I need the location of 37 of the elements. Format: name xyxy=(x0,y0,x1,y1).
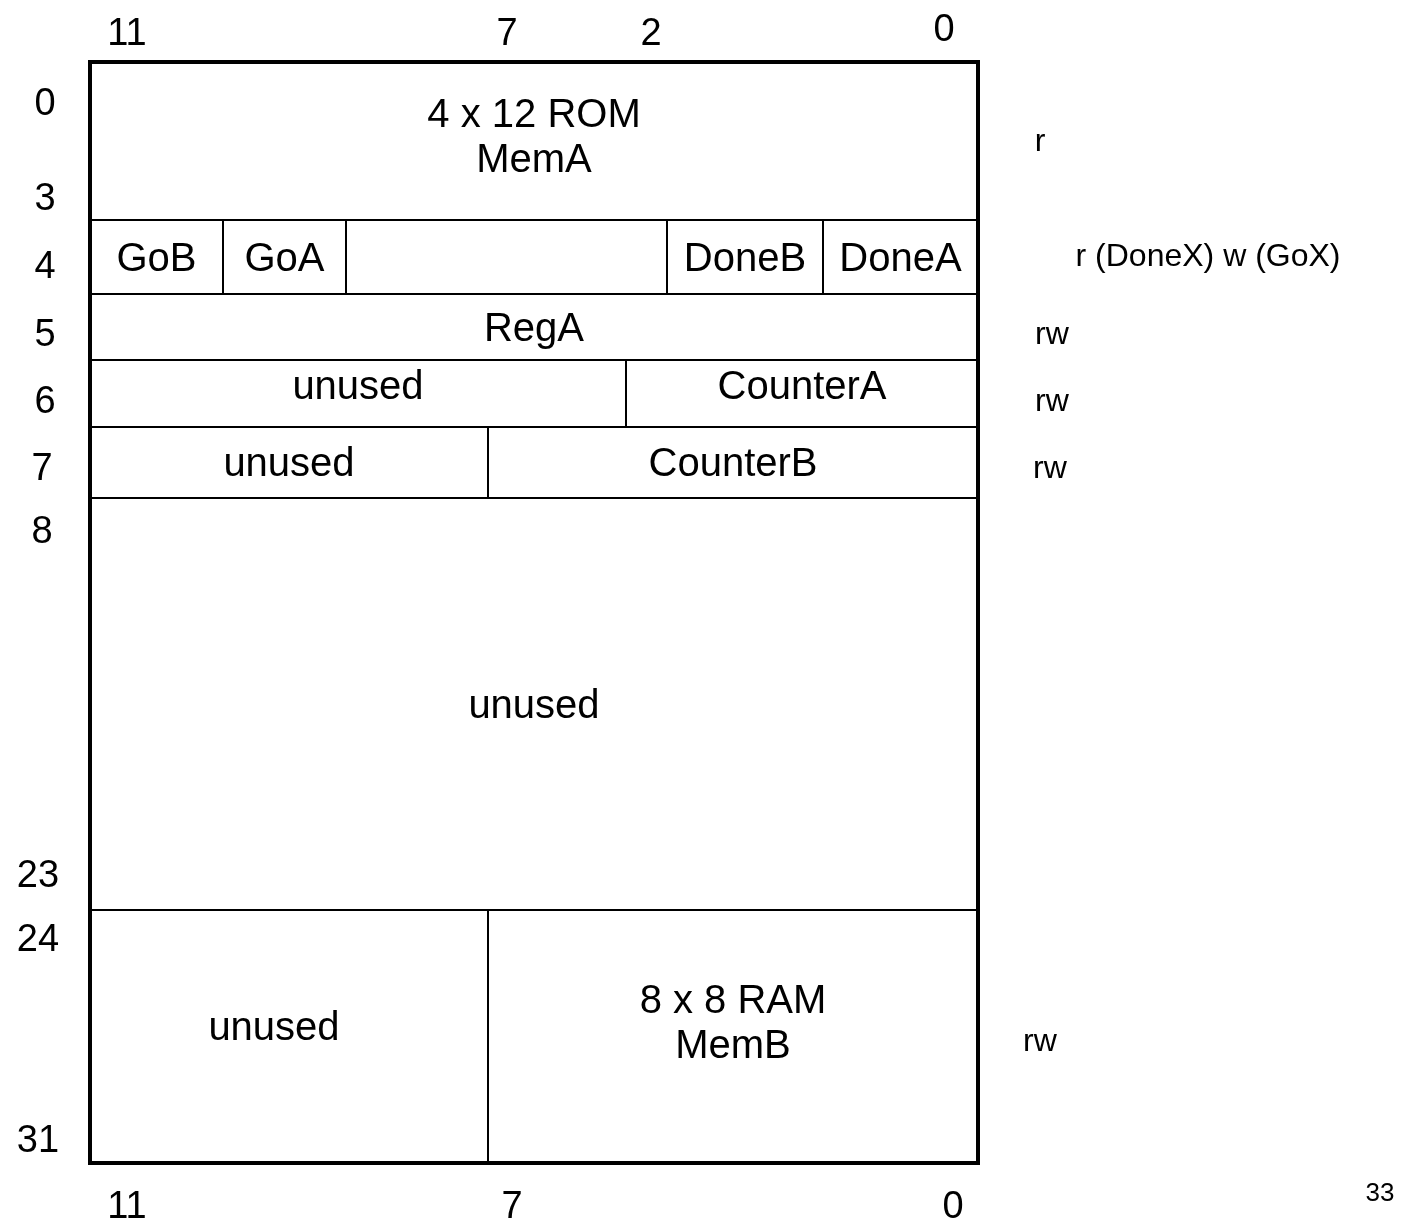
access-label: rw xyxy=(1023,1021,1057,1059)
register-field: CounterB xyxy=(488,427,978,498)
register-field: unused xyxy=(90,360,626,427)
access-label: rw xyxy=(1035,314,1069,352)
address-label: 0 xyxy=(34,80,56,124)
access-label: rw xyxy=(1033,448,1067,486)
register-field: CounterA xyxy=(626,360,978,427)
address-label: 6 xyxy=(34,378,56,422)
address-label: 7 xyxy=(31,445,53,489)
bit-index: 0 xyxy=(942,1183,964,1226)
register-field: 8 x 8 RAM MemB xyxy=(488,910,978,1163)
register-field: RegA xyxy=(90,294,978,360)
bit-index: 7 xyxy=(501,1183,523,1226)
page-number: 33 xyxy=(1365,1176,1395,1208)
bit-index: 2 xyxy=(640,10,662,54)
address-label: 23 xyxy=(16,852,60,896)
address-label: 8 xyxy=(31,508,53,552)
access-label: r (DoneX) w (GoX) xyxy=(1075,236,1341,274)
access-label: r xyxy=(1034,121,1046,159)
bit-index: 7 xyxy=(496,10,518,54)
register-field: DoneA xyxy=(823,220,978,294)
register-field: DoneB xyxy=(667,220,823,294)
address-label: 3 xyxy=(34,175,56,219)
register-field: GoA xyxy=(223,220,346,294)
bit-index: 11 xyxy=(107,1183,147,1226)
register-field: GoB xyxy=(90,220,223,294)
address-label: 31 xyxy=(16,1117,60,1161)
address-label: 24 xyxy=(16,916,60,960)
register-field: unused xyxy=(90,498,978,910)
address-label: 5 xyxy=(34,311,56,355)
register-field: unused xyxy=(90,427,488,498)
bit-index: 0 xyxy=(933,6,955,50)
address-label: 4 xyxy=(34,243,56,287)
register-field: unused xyxy=(90,910,488,1163)
bit-index: 11 xyxy=(107,10,147,54)
empty-field xyxy=(346,220,667,294)
access-label: rw xyxy=(1035,381,1069,419)
